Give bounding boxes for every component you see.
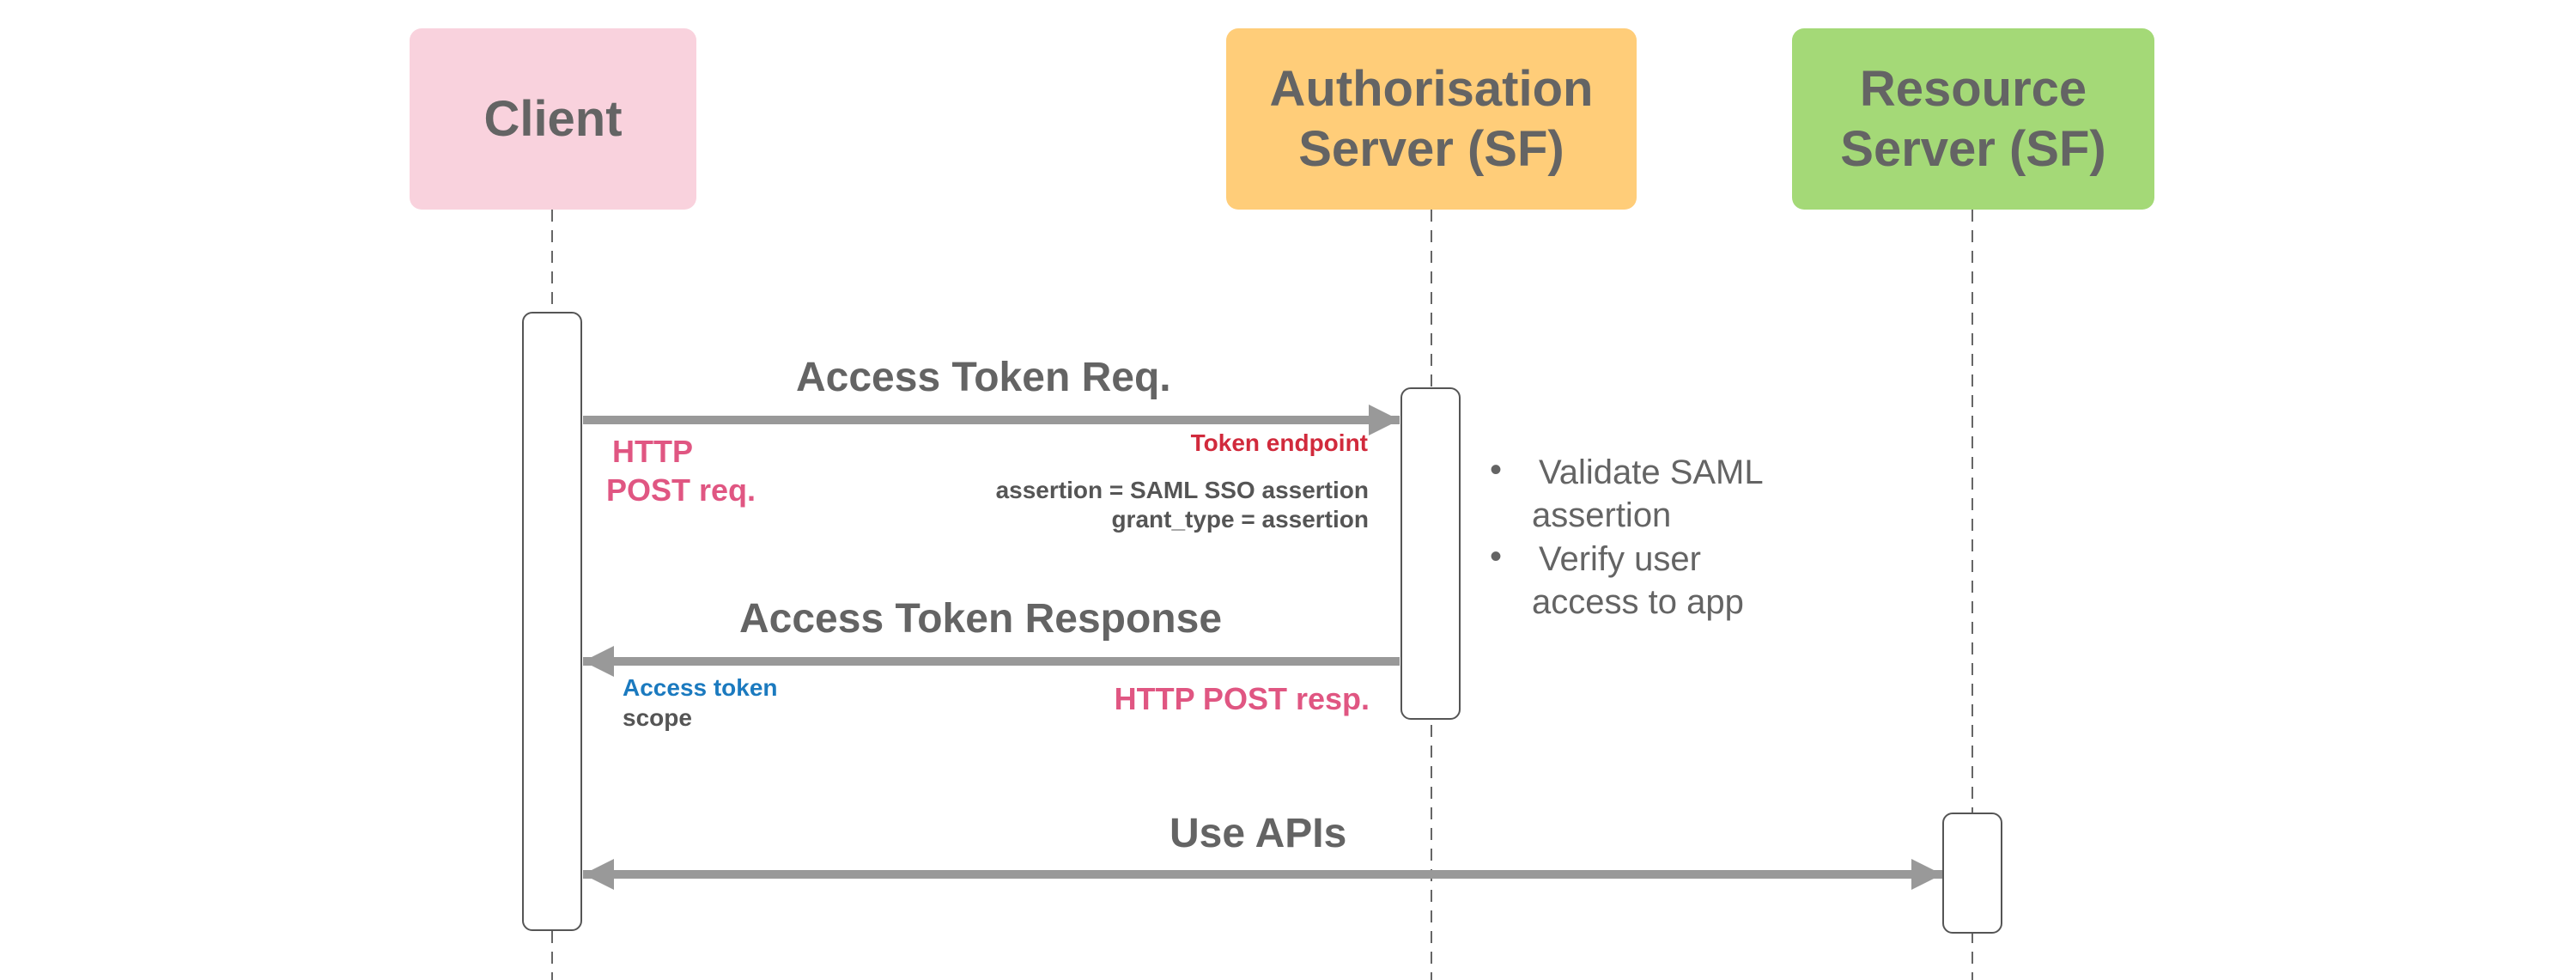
note-bullet-1: • bbox=[1490, 451, 1503, 489]
auth-server-participant: Authorisation Server (SF) bbox=[1226, 28, 1637, 210]
auth-activation bbox=[1400, 387, 1461, 720]
client-participant: Client bbox=[410, 28, 696, 210]
response-method: HTTP POST resp. bbox=[1114, 681, 1370, 716]
client-activation bbox=[522, 312, 582, 931]
note-bullet-2: • bbox=[1490, 538, 1503, 575]
response-field-access-token: Access token bbox=[623, 674, 778, 701]
note-item-2-line-1: Verify user bbox=[1539, 540, 1701, 578]
request-param-grant-type: grant_type = assertion bbox=[1111, 506, 1369, 533]
token-endpoint-label: Token endpoint bbox=[1190, 429, 1368, 456]
use-apis-title: Use APIs bbox=[1170, 811, 1347, 856]
request-method-line1: HTTP bbox=[612, 434, 693, 469]
resource-server-participant: Resource Server (SF) bbox=[1792, 28, 2154, 210]
note-item-2-line-2: access to app bbox=[1532, 583, 1744, 621]
response-field-scope: scope bbox=[623, 704, 692, 731]
request-method-line2: POST req. bbox=[606, 472, 756, 508]
resource-activation bbox=[1942, 813, 2002, 934]
request-param-assertion: assertion = SAML SSO assertion bbox=[995, 477, 1369, 503]
request-title: Access Token Req. bbox=[796, 355, 1171, 400]
note-item-1-line-1: Validate SAML bbox=[1539, 453, 1764, 491]
note-item-1-line-2: assertion bbox=[1532, 496, 1672, 534]
response-title: Access Token Response bbox=[739, 596, 1223, 642]
